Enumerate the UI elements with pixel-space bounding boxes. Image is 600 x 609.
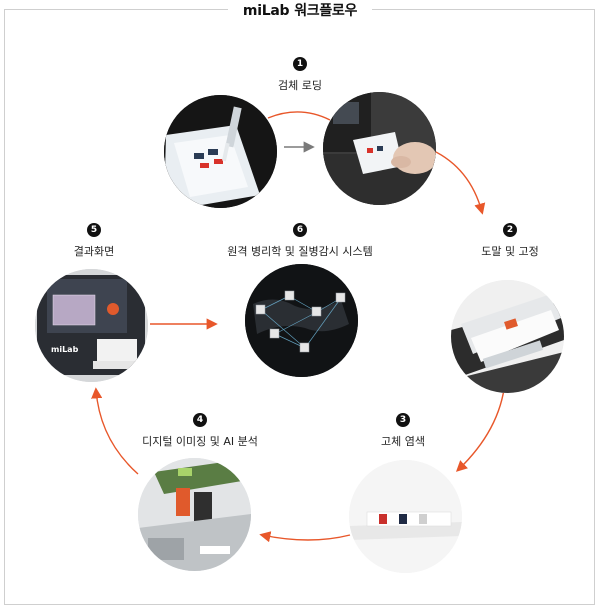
step-4: 4 디지털 이미징 및 AI 분석: [120, 413, 280, 449]
step-3: 3 고체 염색: [353, 413, 453, 449]
image-slide-insert: [323, 92, 436, 205]
device-brand-mark: miLab: [51, 345, 79, 354]
imaging-device-illustration: [138, 458, 251, 571]
image-sample-loading-pipette: [164, 95, 277, 208]
step-label: 결과화면: [73, 245, 115, 258]
step-number: 2: [503, 223, 517, 237]
image-remote-pathology-network: [245, 264, 358, 377]
step-number: 6: [293, 223, 307, 237]
step-number: 4: [193, 413, 207, 427]
step-label: 디지털 이미징 및 AI 분석: [142, 435, 258, 448]
arrow-1-2: [431, 149, 486, 215]
image-smear-fix: [451, 280, 564, 393]
device-illustration: [35, 269, 148, 382]
step-number: 3: [396, 413, 410, 427]
arrow-1a-1b: [267, 111, 331, 121]
step-6: 6 원격 병리학 및 질병감시 시스템: [210, 223, 390, 259]
step-label: 도말 및 고정: [481, 245, 539, 258]
step-5: 5 결과화면: [44, 223, 144, 259]
image-solid-staining: [349, 460, 462, 573]
step-2: 2 도말 및 고정: [460, 223, 560, 259]
pipette-cartridge-illustration: [164, 95, 277, 208]
step-1: 1 검체 로딩: [250, 57, 350, 93]
image-digital-imaging: [138, 458, 251, 571]
step-label: 고체 염색: [381, 435, 425, 448]
slide-insert-illustration: [323, 92, 436, 205]
smear-device-illustration: [451, 280, 564, 393]
staining-illustration: [349, 460, 462, 573]
title-brand: miLab: [242, 3, 290, 19]
network-map-illustration: [245, 264, 358, 377]
image-result-screen-device: miLab: [35, 269, 148, 382]
step-number: 5: [87, 223, 101, 237]
arrow-4-5: [91, 387, 139, 475]
step-label: 원격 병리학 및 질병감시 시스템: [227, 245, 373, 258]
step-label: 검체 로딩: [278, 79, 322, 92]
step-number: 1: [293, 57, 307, 71]
arrow-3-4: [259, 531, 351, 543]
title-suffix: 워크플로우: [294, 3, 358, 19]
arrow-2-3: [455, 381, 506, 472]
